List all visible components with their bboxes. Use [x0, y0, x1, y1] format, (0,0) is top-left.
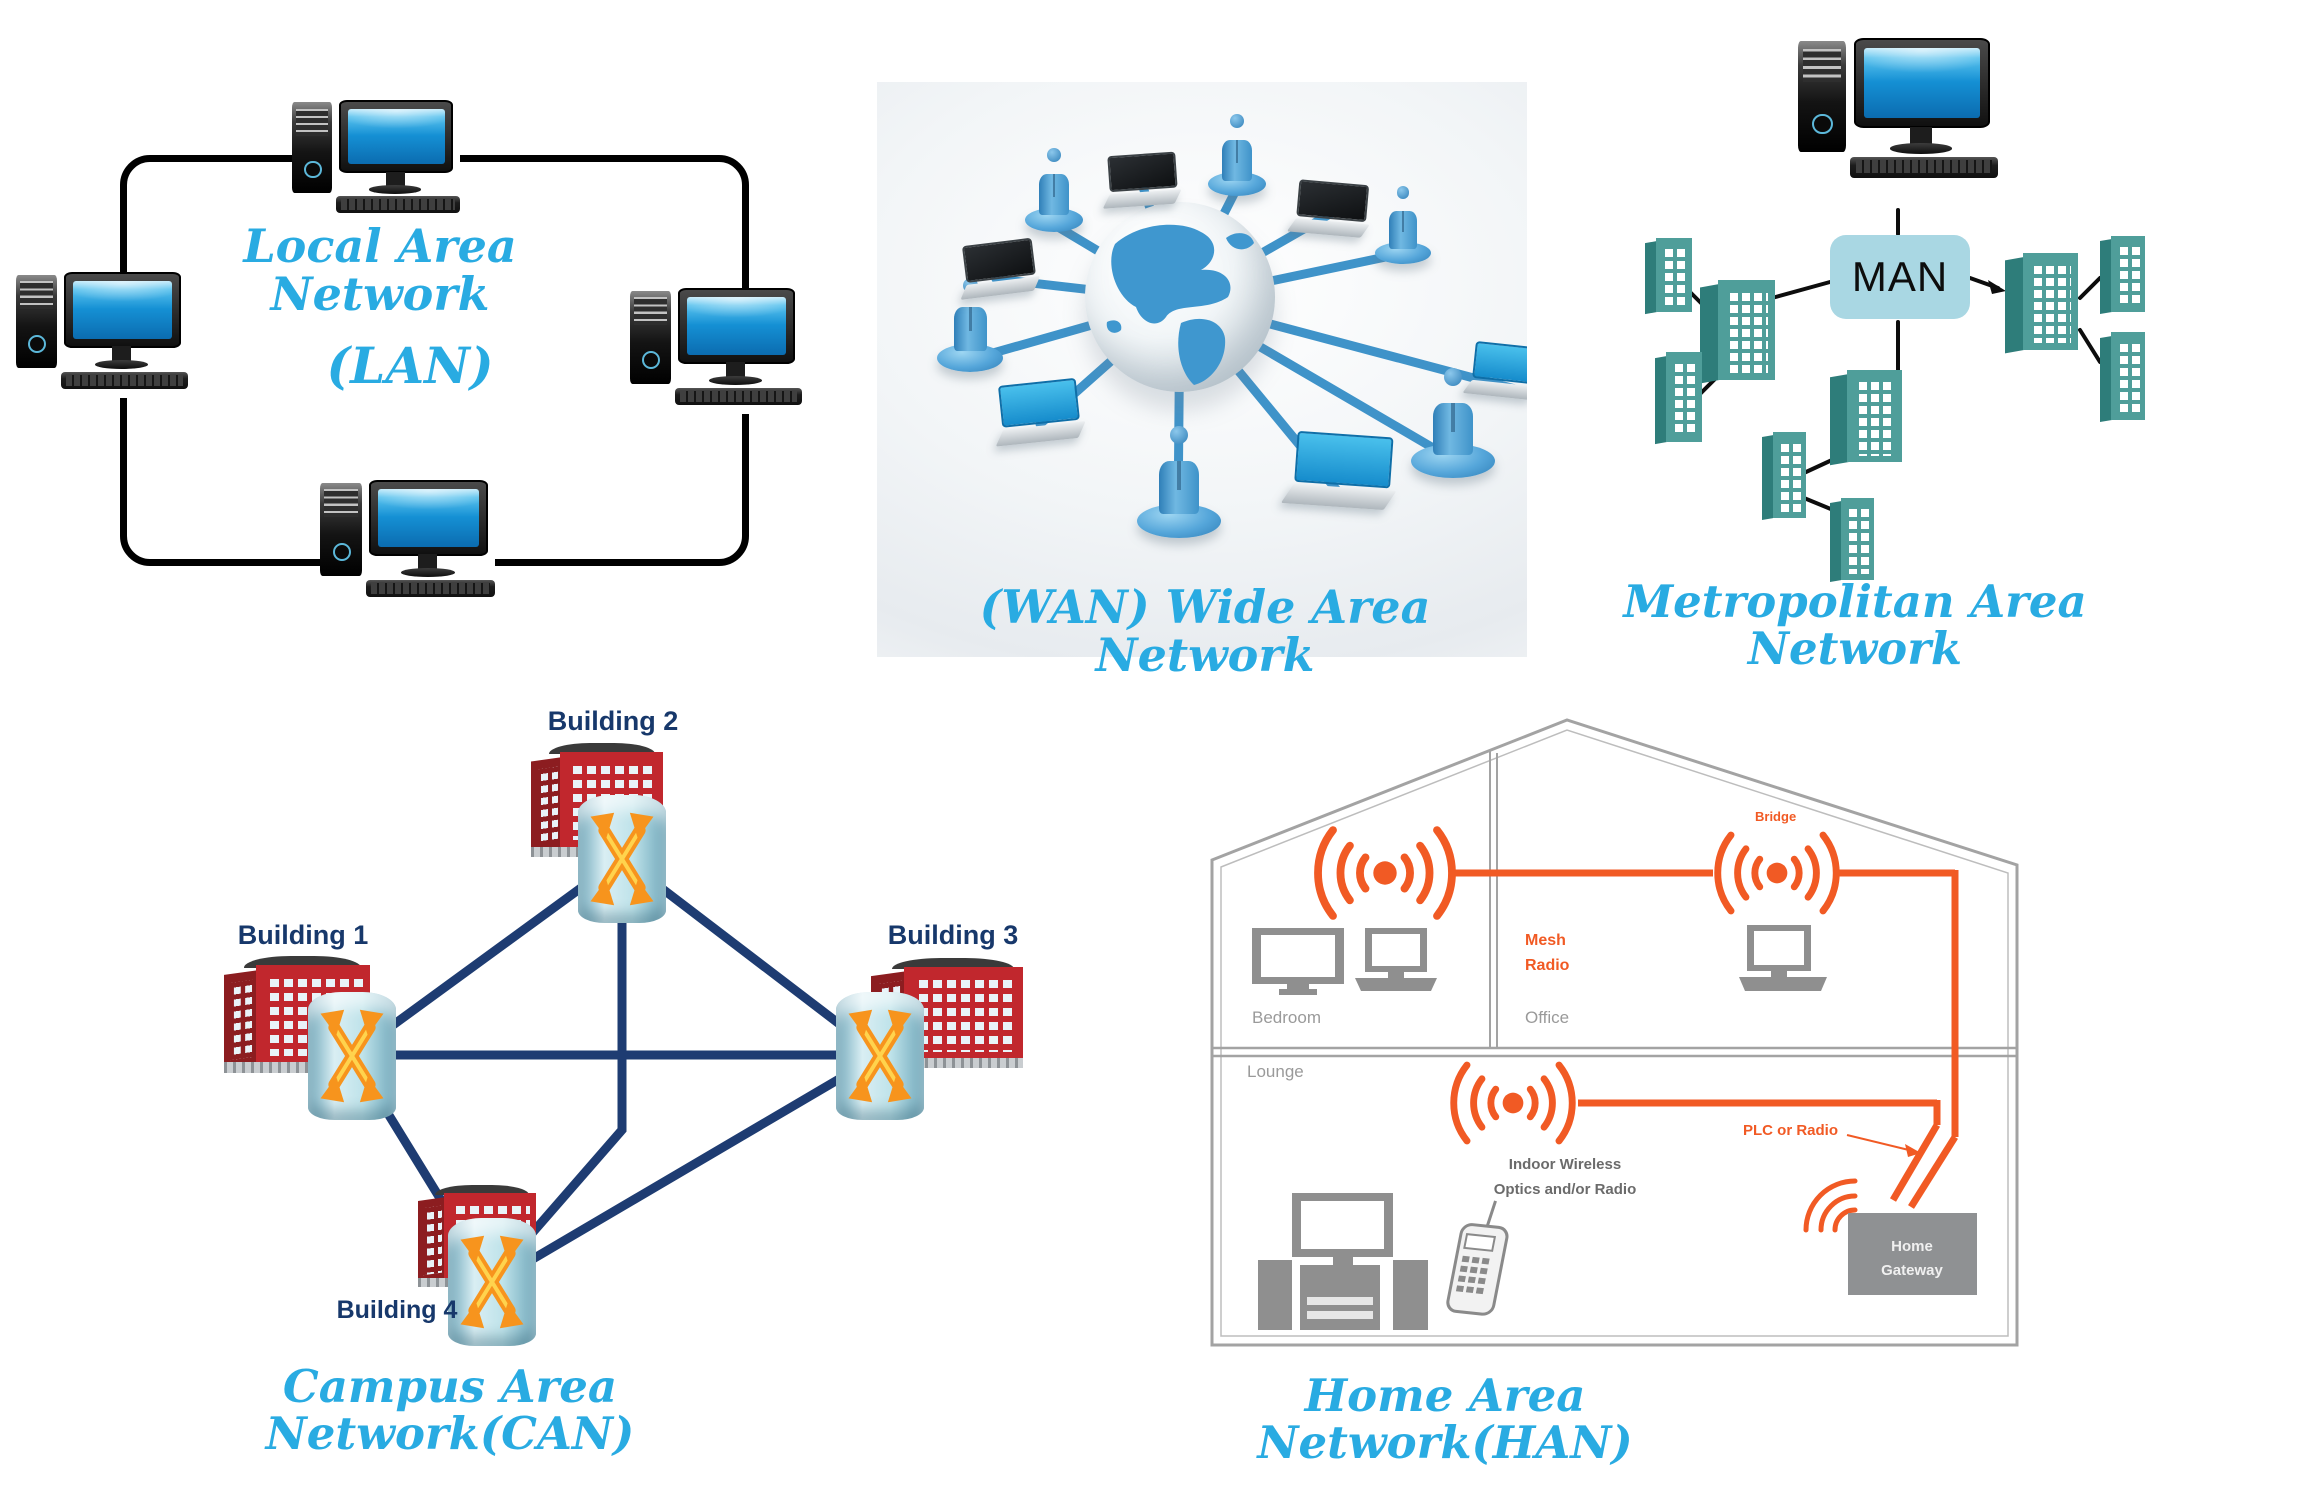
home-gateway-label-line1: Home [1891, 1238, 1933, 1255]
building-4-label: Building 4 [336, 1296, 458, 1324]
home-gateway-box: Home Gateway [1848, 1213, 1977, 1295]
wan-caption: (WAN) Wide Area Network [979, 580, 1431, 683]
keyboard-icon [60, 371, 188, 390]
radio-wave-icon [1454, 1065, 1573, 1141]
router-icon [448, 1218, 536, 1346]
tv-icon [1252, 928, 1344, 995]
computer-tower-icon [292, 102, 333, 193]
keyboard-icon [335, 196, 460, 214]
building-2-label: Building 2 [547, 706, 679, 736]
desktop-computer-icon [1798, 38, 1998, 188]
man-hub-box: MAN [1830, 235, 1970, 319]
city-building-icon [2005, 253, 2078, 354]
globe-icon [1085, 202, 1275, 392]
home-gateway-label-line2: Gateway [1881, 1262, 1943, 1279]
bedroom-label: Bedroom [1252, 1008, 1321, 1027]
bridge-label: Bridge [1755, 809, 1796, 824]
can-caption: Campus Area Network(CAN) [265, 1360, 635, 1461]
plc-or-radio-label: PLC or Radio [1743, 1122, 1838, 1139]
laptop-icon [1355, 928, 1437, 991]
city-building-icon [1830, 370, 1902, 466]
desktop-computer-icon [16, 272, 188, 398]
wireless-signal-icon [1803, 1178, 1858, 1233]
laptop-icon [960, 237, 1041, 300]
desktop-computer-icon [320, 480, 495, 606]
router-icon [578, 795, 666, 923]
laptop-icon [1103, 151, 1182, 208]
plc-arrow [1846, 1134, 1921, 1157]
monitor-icon [64, 272, 182, 348]
indoor-wireless-label-line1: Indoor Wireless [1509, 1156, 1621, 1173]
monitor-icon [1854, 38, 1990, 128]
mesh-radio-label-line1: Mesh [1525, 932, 1566, 949]
building-3-label: Building 3 [887, 920, 1019, 950]
lan-title: Local Area Network [243, 219, 517, 322]
keyboard-icon [674, 387, 802, 406]
router-icon [836, 992, 924, 1120]
mesh-radio-label-line2: Radio [1525, 957, 1570, 974]
lan-subtitle: (LAN) [326, 336, 494, 395]
laptop-icon [1739, 925, 1827, 991]
wan-illustration [877, 82, 1527, 657]
desktop-computer-icon [292, 100, 460, 222]
house-outline [1210, 718, 2019, 1347]
laptop-icon [995, 377, 1086, 447]
city-building-icon [2100, 236, 2145, 315]
city-building-icon [1700, 280, 1775, 384]
home-area-network-drawing: Home Gateway Bedroom Office Lounge Bridg… [1210, 718, 2019, 1347]
campus-building-icon [871, 958, 1023, 1068]
desktop-computer-icon [630, 288, 802, 414]
lounge-label: Lounge [1247, 1062, 1304, 1081]
city-building-icon [1762, 432, 1806, 521]
keyboard-icon [1850, 156, 1998, 178]
monitor-icon [369, 480, 488, 556]
man-hub-label: MAN [1851, 253, 1949, 300]
radio-link-lines [1453, 869, 1959, 1209]
cordless-phone-icon [1446, 1200, 1509, 1316]
router-icon [308, 992, 396, 1120]
indoor-wireless-label-line2: Optics and/or Radio [1494, 1181, 1637, 1198]
monitor-icon [678, 288, 796, 364]
city-building-icon [1645, 238, 1692, 315]
laptop-icon [1286, 179, 1370, 239]
computer-tower-icon [320, 482, 362, 576]
monitor-icon [339, 100, 454, 174]
computer-tower-icon [1798, 41, 1846, 152]
laptop-icon [1281, 430, 1398, 513]
building-1-label: Building 1 [237, 920, 369, 950]
radio-wave-icon [1718, 835, 1837, 911]
laptop-icon [1462, 341, 1527, 401]
city-building-icon [1830, 498, 1874, 583]
han-caption: Home Area Network(HAN) [1257, 1369, 1633, 1470]
radio-wave-icon [1318, 830, 1452, 916]
floor-divider [1212, 1046, 2017, 1058]
computer-tower-icon [630, 290, 672, 384]
keyboard-icon [365, 579, 495, 598]
arrowhead [1988, 280, 2006, 294]
stereo-system-icon [1258, 1193, 1428, 1330]
interior-wall [1489, 750, 1498, 1048]
city-building-icon [2100, 332, 2145, 423]
man-caption: Metropolitan Area Network [1623, 575, 2087, 676]
office-label: Office [1525, 1008, 1569, 1027]
city-building-icon [1655, 352, 1702, 445]
computer-tower-icon [16, 274, 58, 368]
